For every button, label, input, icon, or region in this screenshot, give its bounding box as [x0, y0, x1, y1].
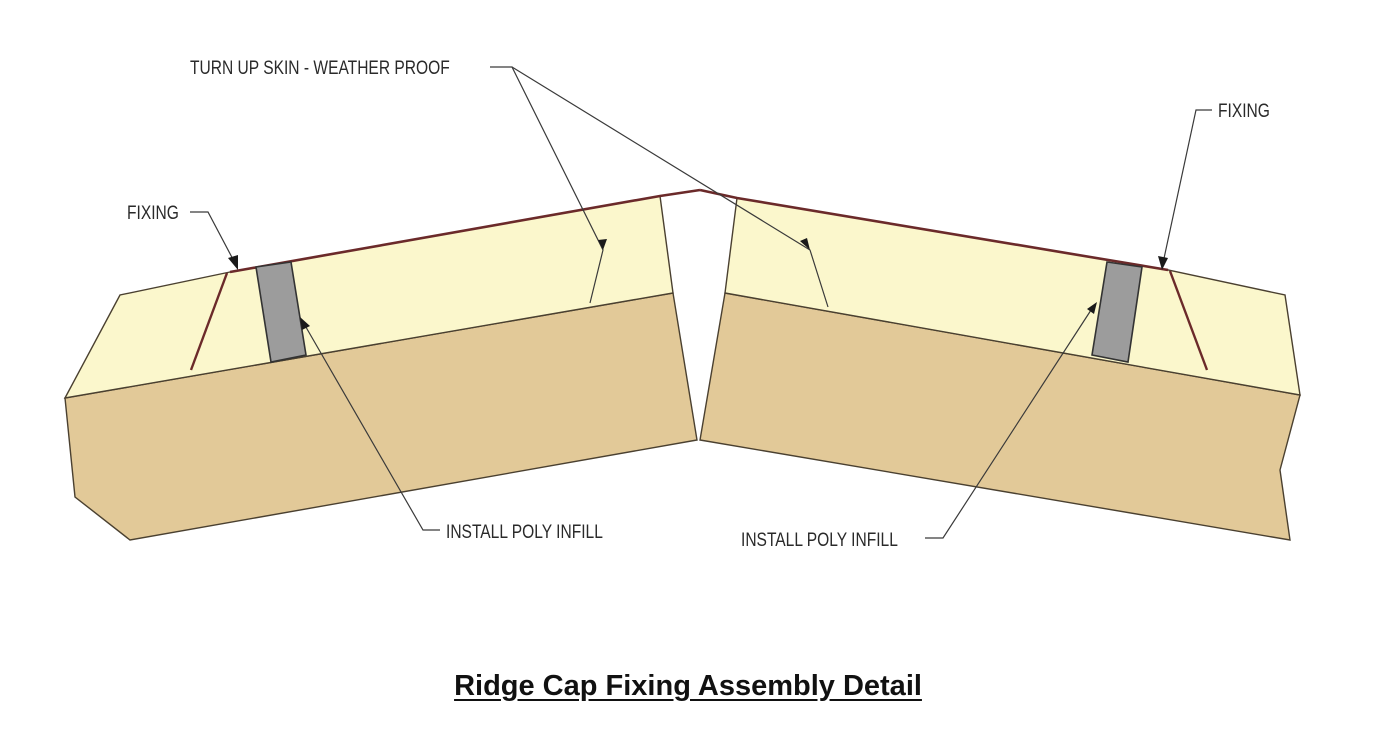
infill-leaders: [300, 302, 1097, 539]
right-poly-infill: [1091, 261, 1143, 363]
fixing-arrow-right: [1158, 256, 1168, 270]
turn-up-skin-arrow-left: [598, 239, 607, 250]
right-panel: [699, 188, 1301, 541]
infill-leader-left: [302, 321, 440, 531]
infill-leader-right: [925, 306, 1094, 539]
right-fixing-line: [1168, 270, 1209, 371]
turn-up-skin-arrow-right: [800, 238, 810, 250]
install-poly-infill-label-left: INSTALL POLY INFILL: [446, 521, 603, 543]
fixing-label-left: FIXING: [127, 202, 179, 224]
fixing-arrow-left: [228, 255, 238, 270]
turn-up-skin-label: TURN UP SKIN - WEATHER PROOF: [190, 57, 450, 79]
left-weather-skin: [229, 188, 701, 274]
fixing-label-right: FIXING: [1218, 100, 1270, 122]
left-panel: [63, 188, 701, 541]
turn-up-skin-leader-left: [490, 66, 604, 304]
left-fixing-line: [189, 272, 229, 371]
fixing-leaders: [190, 109, 1212, 270]
fixing-leader-right: [1162, 109, 1212, 264]
fixing-leader-left: [190, 211, 237, 266]
right-weather-skin: [699, 188, 1169, 272]
diagram-title: Ridge Cap Fixing Assembly Detail: [454, 670, 922, 702]
infill-arrow-left: [300, 317, 310, 330]
left-poly-infill: [255, 261, 307, 363]
install-poly-infill-label-right: INSTALL POLY INFILL: [741, 529, 898, 551]
infill-arrow-right: [1087, 302, 1097, 314]
turn-up-skin-leaders: [490, 66, 829, 308]
